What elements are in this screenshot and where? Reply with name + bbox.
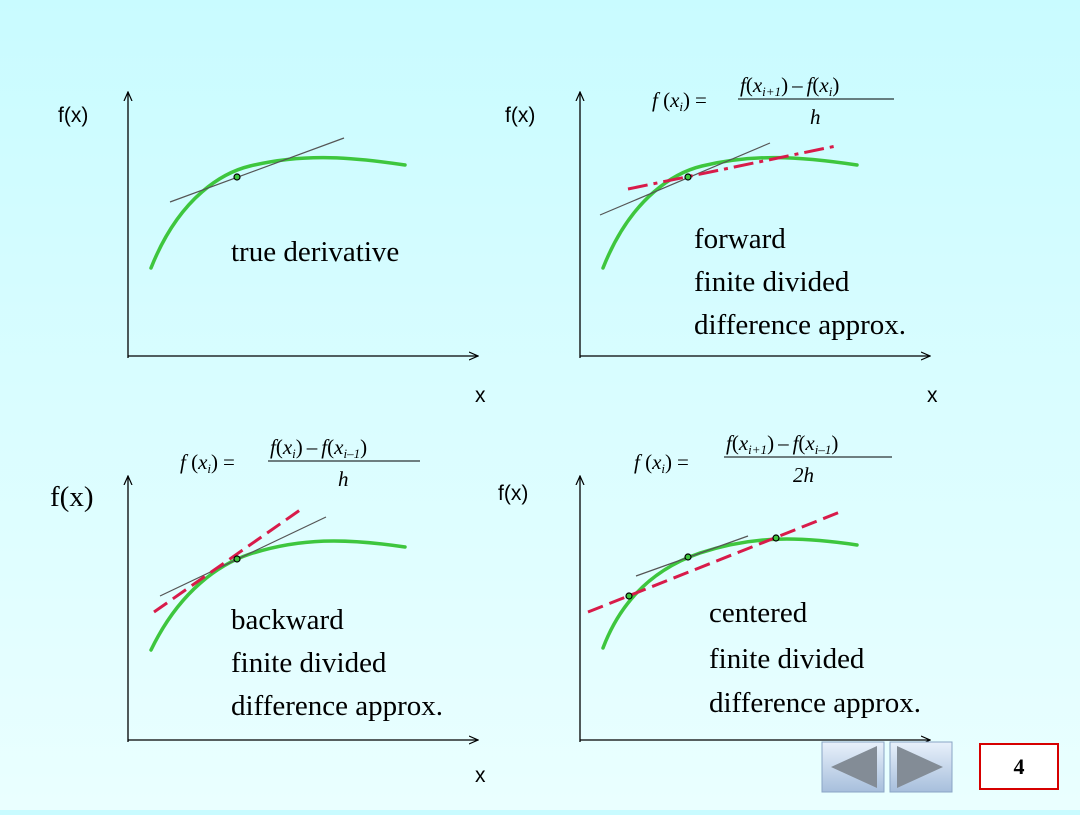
backward-formula: f (xi)= f(xi)–f(xi–1) h bbox=[180, 435, 420, 491]
caption-forward: forward finite divided difference approx… bbox=[694, 223, 906, 341]
y-axis-label: f(x) bbox=[498, 482, 528, 505]
forward-secant-line bbox=[627, 144, 837, 191]
x-axis-label: x bbox=[475, 384, 486, 407]
panel-backward: f(x) x backward finite divided differenc… bbox=[50, 435, 486, 787]
point-xi bbox=[233, 173, 241, 181]
y-axis-label: f(x) bbox=[58, 104, 88, 127]
function-curve bbox=[149, 155, 407, 270]
point-xi-plus-1 bbox=[772, 534, 780, 542]
formula-denominator: h bbox=[810, 105, 821, 129]
formula-lhs: f (xi)= bbox=[180, 450, 235, 476]
caption-centered: centered finite divided difference appro… bbox=[709, 597, 921, 719]
formula-numerator: f(xi)–f(xi–1) bbox=[270, 435, 367, 461]
triangle-right-icon bbox=[897, 746, 943, 788]
tangent-line bbox=[635, 535, 749, 577]
formula-numerator: f(xi+1)–f(xi) bbox=[740, 73, 839, 99]
backward-secant-line bbox=[153, 508, 301, 614]
y-axis-label: f(x) bbox=[505, 104, 535, 127]
centered-formula: f (xi)= f(xi+1)–f(xi–1) 2h bbox=[634, 431, 892, 487]
page-number-text: 4 bbox=[1013, 753, 1025, 779]
function-curve bbox=[149, 539, 407, 652]
formula-denominator: h bbox=[338, 467, 349, 491]
function-curve bbox=[601, 155, 859, 270]
caption-backward: backward finite divided difference appro… bbox=[231, 604, 443, 722]
caption-true: true derivative bbox=[231, 236, 399, 268]
x-axis-label: x bbox=[475, 764, 486, 787]
point-xi bbox=[684, 553, 692, 561]
page-number: 4 bbox=[979, 743, 1059, 790]
y-axis-label: f(x) bbox=[50, 481, 93, 513]
formula-denominator: 2h bbox=[793, 463, 814, 487]
panel-forward: f(x) x forward finite divided difference… bbox=[505, 73, 938, 407]
next-slide-button[interactable] bbox=[889, 741, 953, 793]
formula-numerator: f(xi+1)–f(xi–1) bbox=[726, 431, 838, 457]
tangent-line bbox=[169, 137, 345, 203]
prev-slide-button[interactable] bbox=[821, 741, 885, 793]
tangent-line bbox=[599, 142, 771, 216]
panel-true-derivative: f(x) x true derivative bbox=[58, 92, 486, 407]
x-axis-label: x bbox=[927, 384, 938, 407]
point-xi bbox=[233, 555, 241, 563]
panel-centered: f(x) centered finite divided difference … bbox=[498, 431, 930, 742]
tangent-line bbox=[159, 516, 327, 597]
point-xi bbox=[684, 173, 692, 181]
formula-lhs: f (xi)= bbox=[634, 450, 689, 476]
point-xi-minus-1 bbox=[625, 592, 633, 600]
forward-formula: f (xi)= f(xi+1)–f(xi) h bbox=[652, 73, 894, 129]
triangle-left-icon bbox=[831, 746, 877, 788]
formula-lhs: f (xi)= bbox=[652, 88, 707, 114]
